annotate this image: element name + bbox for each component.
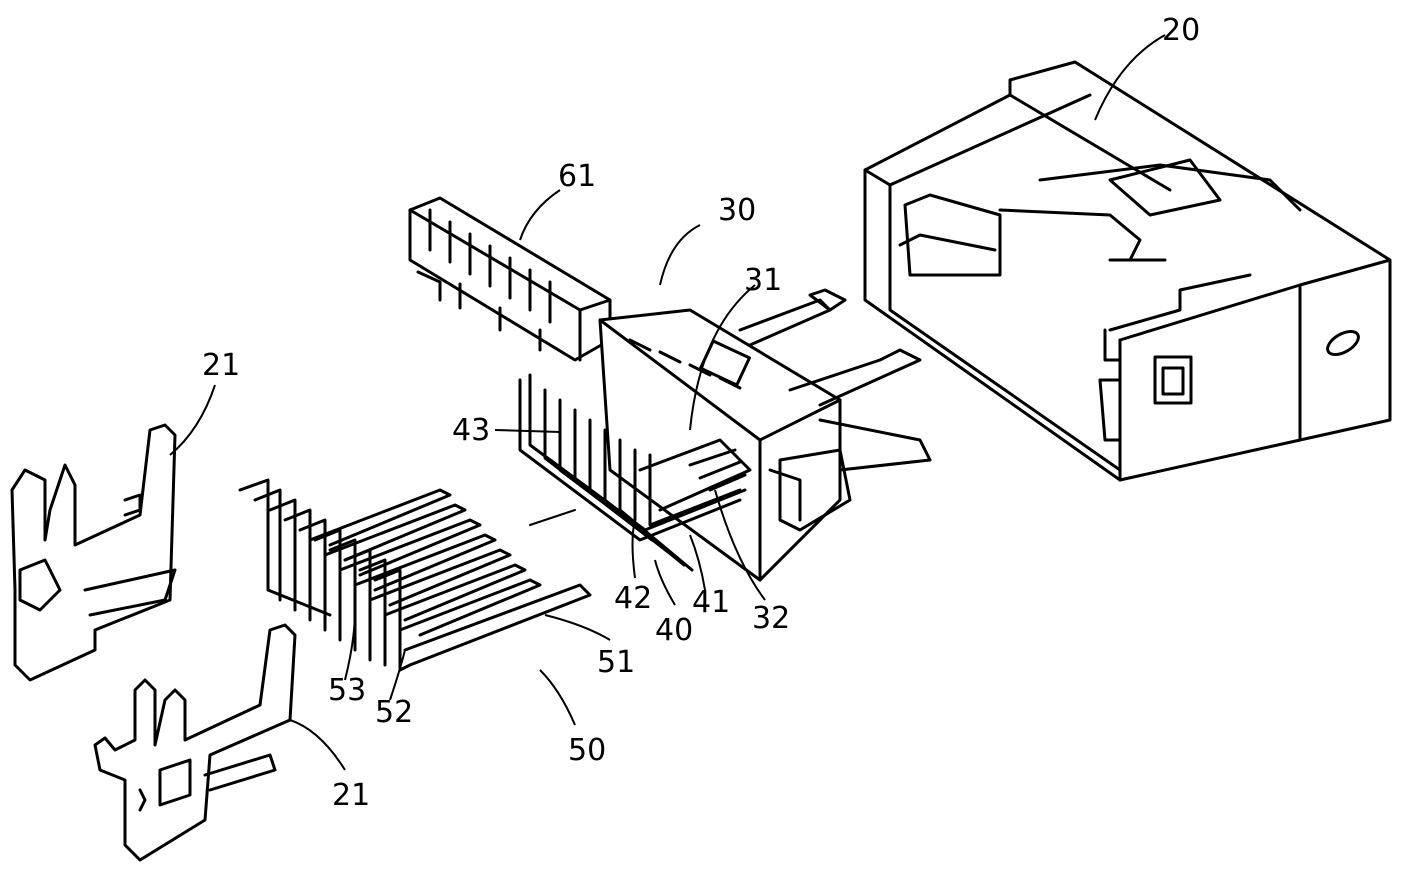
label-20: 20 [1162, 13, 1200, 48]
label-43: 43 [452, 413, 490, 448]
shield-clip-21-upper [10, 423, 177, 682]
center-line [529, 509, 576, 526]
terminal-block-61 [408, 196, 612, 362]
housing-20 [863, 60, 1392, 482]
label-52: 52 [375, 695, 413, 730]
terminals-40 [518, 373, 752, 572]
label-61: 61 [558, 159, 596, 194]
label-21-upper: 21 [202, 348, 240, 383]
label-21-lower: 21 [332, 778, 370, 813]
label-42: 42 [614, 581, 652, 616]
label-30: 30 [718, 193, 756, 228]
leader-lines [169, 34, 1166, 771]
label-53: 53 [328, 673, 366, 708]
label-41: 41 [692, 585, 730, 620]
label-50: 50 [568, 733, 606, 768]
label-31: 31 [744, 263, 782, 298]
shield-clip-21-lower [93, 623, 297, 862]
insulative-body-30 [598, 288, 932, 582]
label-32: 32 [752, 601, 790, 636]
label-51: 51 [597, 645, 635, 680]
reference-labels: 20 61 30 31 21 43 42 41 40 32 51 53 52 5… [202, 13, 1200, 813]
label-40: 40 [655, 613, 693, 648]
